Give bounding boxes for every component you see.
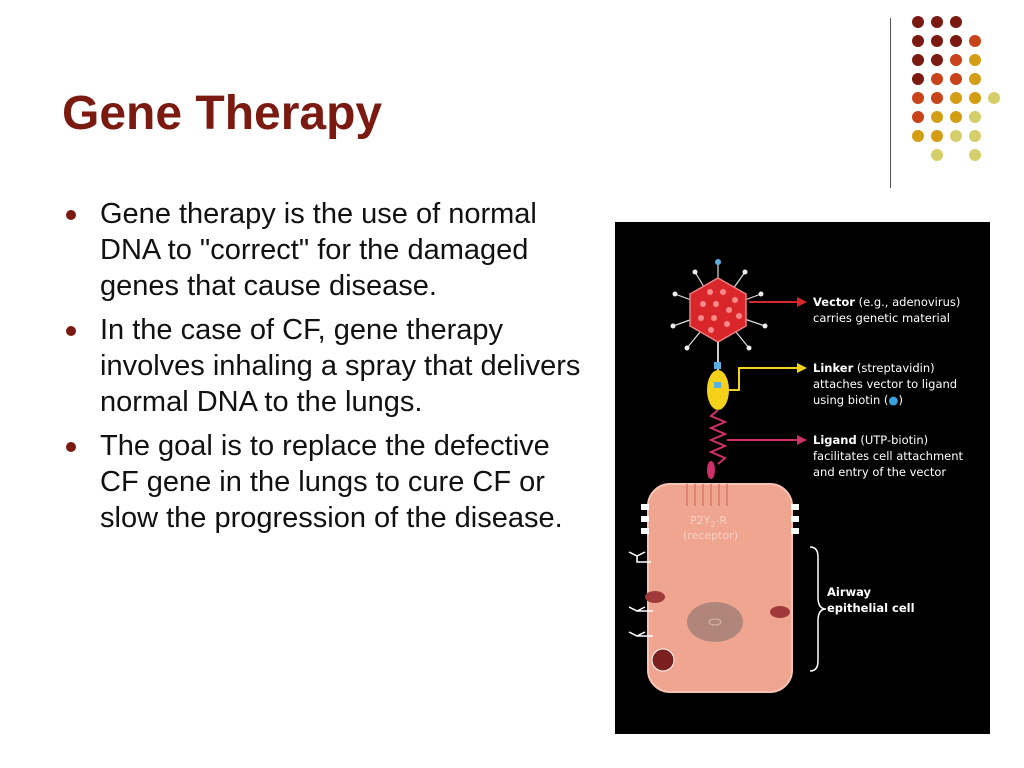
receptor-label: P2Y2-R [690,514,727,529]
ligand-label: Ligand (UTP-biotin) [813,433,928,447]
linker-description: attaches vector to ligand [813,377,957,391]
title-divider-line [890,18,891,188]
ligand-arrow [727,435,807,445]
linker-description-2: using biotin (●) [813,393,903,407]
vector-description: carries genetic material [813,311,950,325]
bullet-item: Gene therapy is the use of normal DNA to… [62,196,582,304]
vector-label: Vector (e.g., adenovirus) [813,295,960,309]
slide-title: Gene Therapy [62,87,383,140]
bullet-list: Gene therapy is the use of normal DNA to… [62,196,582,544]
adenovirus-capsid [689,277,747,343]
ligand-spring [708,409,728,465]
vector-arrow [749,297,807,307]
cell-nucleus [687,602,743,642]
linker-arrow [729,363,807,391]
cell-label-2: epithelial cell [827,601,915,615]
bullet-item: In the case of CF, gene therapy involves… [62,312,582,420]
ligand-description: facilitates cell attachment [813,449,964,463]
ligand-description-2: and entry of the vector [813,465,946,479]
bullet-item: The goal is to replace the defective CF … [62,428,582,536]
receptor-sublabel: (receptor) [683,529,738,542]
gene-therapy-diagram: P2Y2-R (receptor) [615,222,990,734]
streptavidin-linker [707,370,729,410]
linker-label: Linker (streptavidin) [813,361,935,375]
cell-label: Airway [827,585,872,599]
